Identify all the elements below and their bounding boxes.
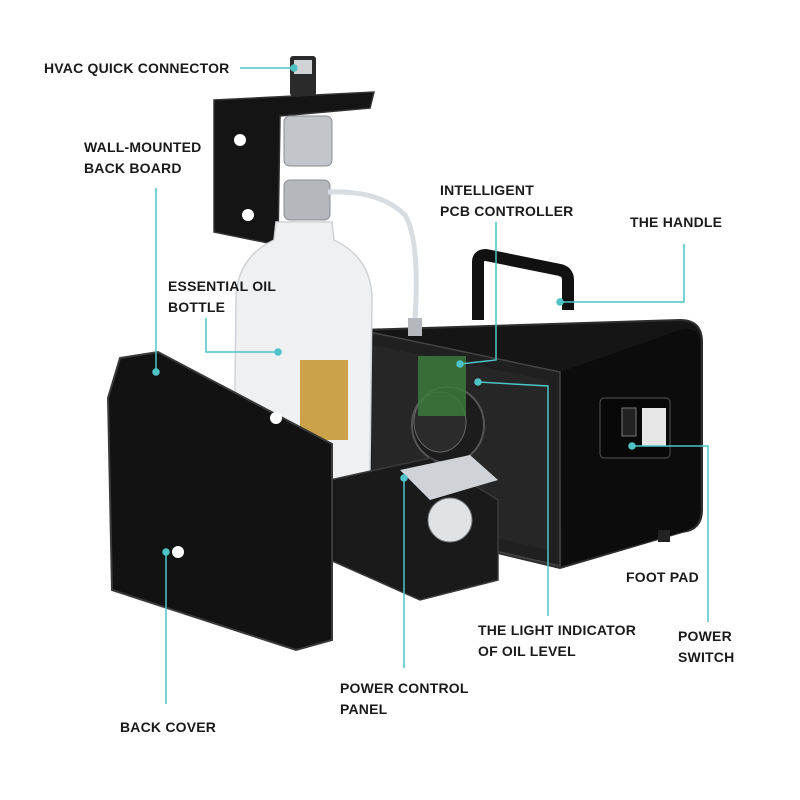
handle-shape <box>472 249 574 320</box>
callout-oil-bottle <box>205 318 278 353</box>
back-cover-plate <box>106 350 333 652</box>
label-back-cover: BACK COVER <box>120 719 217 735</box>
pump-unit <box>329 455 499 601</box>
label-oil-bottle: ESSENTIAL OIL BOTTLE <box>168 278 277 315</box>
callout-power-switch <box>632 445 709 622</box>
oil-tube <box>327 189 419 321</box>
label-hvac-connector: HVAC QUICK CONNECTOR <box>44 60 230 76</box>
callout-light-indicator <box>477 381 549 616</box>
callout-handle <box>560 244 685 303</box>
label-light-indicator: THE LIGHT INDICATOR OF OIL LEVEL <box>478 622 637 659</box>
atomizer-upper <box>283 115 333 167</box>
callout-pcb <box>459 222 497 365</box>
label-power-panel: POWER CONTROL PANEL <box>340 680 469 717</box>
wall-bracket <box>213 91 375 246</box>
callout-lines <box>152 64 709 704</box>
label-foot-pad: FOOT PAD <box>626 569 699 585</box>
label-wall-board: WALL-MOUNTED BACK BOARD <box>84 139 202 176</box>
atomizer-lower <box>283 179 331 221</box>
foot-pad-shape <box>658 530 670 542</box>
label-handle: THE HANDLE <box>630 214 723 230</box>
label-pcb-controller: INTELLIGENT PCB CONTROLLER <box>440 182 574 219</box>
label-power-switch: POWER SWITCH <box>678 628 735 665</box>
